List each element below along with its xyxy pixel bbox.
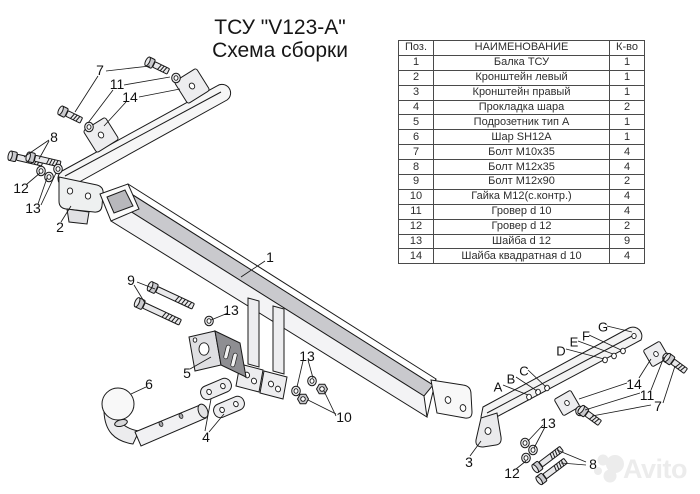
left-bracket bbox=[58, 176, 104, 225]
part-qty: 1 bbox=[609, 129, 645, 146]
part-pos: 14 bbox=[398, 248, 434, 265]
part-pos: 11 bbox=[398, 203, 434, 220]
part-qty: 4 bbox=[609, 144, 645, 161]
towball bbox=[101, 387, 209, 447]
part-name: Шар SH12A bbox=[433, 129, 610, 146]
part-name: Болт М12х90 bbox=[433, 174, 610, 190]
part-name: Балка ТСУ bbox=[433, 54, 610, 71]
col-header-qty: К-во bbox=[609, 40, 645, 56]
part-qty: 1 bbox=[609, 84, 645, 101]
diagram-title: ТСУ "V123-A" Схема сборки bbox=[178, 16, 382, 62]
part-qty: 4 bbox=[609, 188, 645, 205]
part-pos: 8 bbox=[398, 159, 434, 176]
part-name: Подрозетник тип А bbox=[433, 114, 610, 131]
part-pos: 5 bbox=[398, 114, 434, 131]
part-pos: 10 bbox=[398, 188, 434, 205]
main-beam bbox=[99, 183, 473, 419]
socket-plate bbox=[188, 330, 247, 378]
title-line-1: ТСУ "V123-A" bbox=[214, 16, 346, 39]
part-qty: 4 bbox=[609, 203, 645, 220]
part-qty: 2 bbox=[609, 218, 645, 235]
part-qty: 4 bbox=[609, 159, 645, 176]
col-header-position: Поз. bbox=[398, 40, 434, 56]
part-pos: 4 bbox=[398, 99, 434, 116]
part-qty: 2 bbox=[609, 174, 645, 190]
part-pos: 6 bbox=[398, 129, 434, 146]
col-header-name: НАИМЕНОВАНИЕ bbox=[433, 40, 610, 56]
part-qty: 1 bbox=[609, 69, 645, 86]
part-qty: 9 bbox=[609, 233, 645, 250]
part-qty: 1 bbox=[609, 54, 645, 71]
part-pos: 13 bbox=[398, 233, 434, 250]
part-name: Шайба d 12 bbox=[433, 233, 610, 250]
part-qty: 1 bbox=[609, 114, 645, 131]
part-name: Болт М10х35 bbox=[433, 144, 610, 161]
leader-lines bbox=[23, 65, 676, 470]
part-qty: 2 bbox=[609, 99, 645, 116]
part-pos: 12 bbox=[398, 218, 434, 235]
part-pos: 1 bbox=[398, 54, 434, 71]
left-mounting-bar bbox=[57, 83, 232, 188]
part-name: Кронштейн левый bbox=[433, 69, 610, 86]
part-name: Прокладка шара bbox=[433, 99, 610, 116]
part-pos: 3 bbox=[398, 84, 434, 101]
part-name: Шайба квадратная d 10 bbox=[433, 248, 610, 265]
part-name: Болт М12х35 bbox=[433, 159, 610, 176]
part-pos: 7 bbox=[398, 144, 434, 161]
title-line-2: Схема сборки bbox=[212, 39, 348, 62]
part-name: Кронштейн правый bbox=[433, 84, 610, 101]
part-qty: 4 bbox=[609, 248, 645, 265]
part-name: Гровер d 10 bbox=[433, 203, 610, 220]
part-pos: 9 bbox=[398, 174, 434, 190]
part-pos: 2 bbox=[398, 69, 434, 86]
avito-logo-icon bbox=[594, 454, 624, 483]
watermark-text: Avito bbox=[623, 454, 688, 484]
hanging-straps bbox=[235, 297, 288, 400]
right-bracket-assembly bbox=[475, 326, 690, 487]
parts-table-header-row: Поз. НАИМЕНОВАНИЕ К-во bbox=[398, 40, 645, 56]
part-name: Гайка М12(с.контр.) bbox=[433, 188, 610, 205]
part-name: Гровер d 12 bbox=[433, 218, 610, 235]
